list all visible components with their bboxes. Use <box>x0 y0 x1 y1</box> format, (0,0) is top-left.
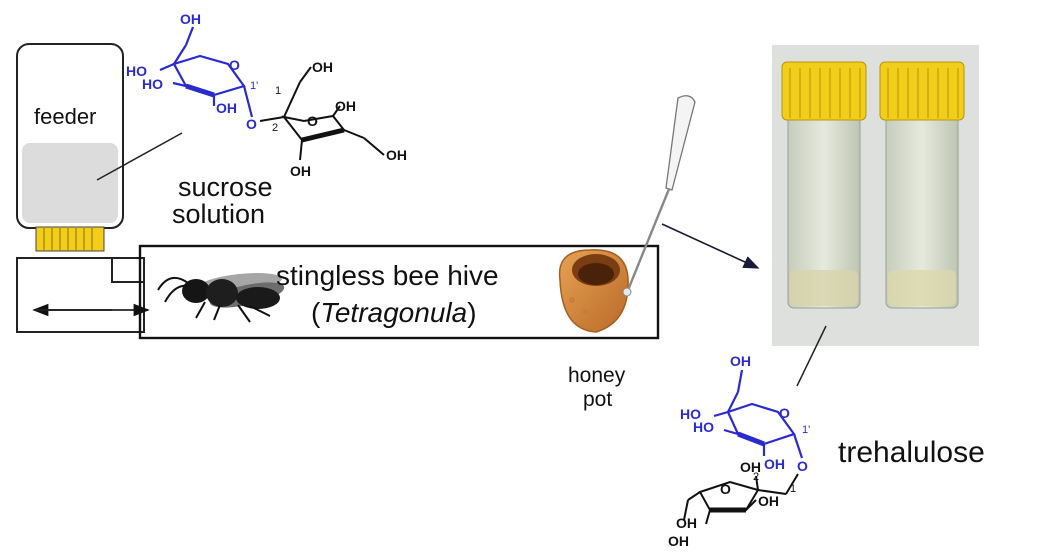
sucrose-structure: OH HO HO OH O 1' O OH 1 2 O OH OH OH <box>126 11 407 179</box>
svg-text:OH: OH <box>312 59 333 75</box>
feeder-label: feeder <box>34 104 96 129</box>
svg-text:OH: OH <box>216 100 237 116</box>
svg-text:O: O <box>229 57 240 73</box>
sucrose-label-line2: solution <box>172 199 265 229</box>
svg-text:OH: OH <box>758 493 779 509</box>
svg-text:HO: HO <box>693 419 714 435</box>
svg-text:OH: OH <box>386 147 407 163</box>
sucrose-label-line1: sucrose <box>178 172 273 202</box>
hive-label-line2: (Tetragonula) <box>311 297 477 328</box>
honey-pot-illustration <box>558 249 629 333</box>
hive-box <box>138 244 660 340</box>
svg-text:OH: OH <box>764 456 785 472</box>
svg-text:O: O <box>307 113 318 129</box>
hive-label-line1: stingless bee hive <box>276 260 499 291</box>
svg-text:HO: HO <box>680 406 701 422</box>
honey-label-line1: honey <box>568 364 626 387</box>
pipette-illustration <box>622 95 696 297</box>
svg-text:OH: OH <box>180 11 201 27</box>
vials-photo <box>772 45 979 346</box>
trehalulose-label: trehalulose <box>838 436 985 469</box>
svg-text:OH: OH <box>335 98 356 114</box>
trehalulose-structure: OH HO HO OH O 1' O OH 2 1 O OH OH OH <box>668 353 810 549</box>
svg-text:OH: OH <box>676 515 697 531</box>
bee-illustration <box>157 273 285 323</box>
svg-text:1': 1' <box>250 80 258 92</box>
svg-text:1': 1' <box>802 424 810 436</box>
feeder-bottle <box>16 43 124 252</box>
svg-text:OH: OH <box>730 353 751 369</box>
svg-text:OH: OH <box>290 163 311 179</box>
svg-text:O: O <box>779 405 790 421</box>
svg-text:2: 2 <box>272 122 278 134</box>
svg-text:OH: OH <box>668 533 689 549</box>
honey-label-line2: pot <box>583 388 612 411</box>
feeder-connector <box>16 257 145 333</box>
arrow-to-vials <box>661 223 760 269</box>
leader-line-sucrose <box>96 132 183 181</box>
svg-text:2: 2 <box>753 471 759 483</box>
svg-text:OH: OH <box>740 459 761 475</box>
svg-text:O: O <box>246 116 257 132</box>
svg-text:HO: HO <box>126 63 147 79</box>
svg-text:O: O <box>720 481 731 497</box>
svg-text:1: 1 <box>790 483 796 495</box>
svg-text:HO: HO <box>142 76 163 92</box>
svg-text:1: 1 <box>275 85 281 97</box>
svg-text:O: O <box>797 458 808 474</box>
leader-line-trehalulose <box>796 325 827 387</box>
